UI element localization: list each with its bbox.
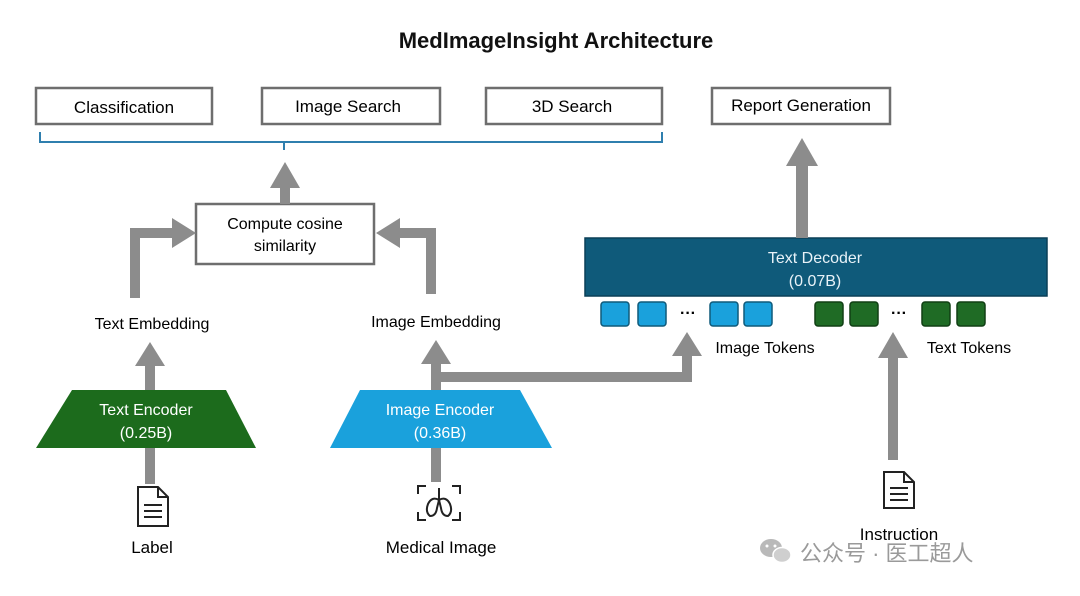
arrow-text-encoder-to-embedding [135, 342, 165, 390]
medical-image-input-text: Medical Image [386, 538, 497, 557]
arrow-image-embedding-to-compute [376, 218, 436, 294]
image-tokens-label: Image Tokens [715, 340, 814, 357]
label-document-icon [137, 486, 169, 527]
text-token [921, 301, 951, 327]
instruction-document-icon [883, 471, 915, 509]
text-tokens-ellipsis: ··· [891, 305, 907, 322]
watermark: 公众号 · 医工超人 [760, 539, 974, 566]
text-encoder: Text Encoder (0.25B) [36, 390, 256, 448]
compute-cosine-similarity: Compute cosine similarity [194, 202, 376, 266]
arrow-image-to-image-encoder [431, 448, 441, 482]
svg-text:(0.25B): (0.25B) [120, 425, 172, 442]
image-token [637, 301, 667, 327]
arrow-label-to-text-encoder [145, 448, 155, 484]
text-token [814, 301, 844, 327]
image-tokens-ellipsis: ··· [680, 305, 696, 322]
diagram-title: MedImageInsight Architecture [399, 28, 714, 53]
image-token [600, 301, 630, 327]
image-embedding-label: Image Embedding [371, 314, 501, 331]
lungs-scan-icon [417, 485, 461, 521]
task-3d-search: 3D Search [484, 86, 664, 126]
task-report-generation: Report Generation [710, 86, 892, 126]
svg-text:Classification: Classification [74, 98, 174, 117]
text-embedding-label: Text Embedding [95, 316, 210, 333]
text-decoder: Text Decoder (0.07B) [584, 237, 1048, 297]
svg-text:Image Search: Image Search [295, 97, 401, 116]
task-image-search: Image Search [260, 86, 442, 126]
svg-text:Report Generation: Report Generation [731, 96, 871, 115]
image-token [743, 301, 773, 327]
tasks-bracket [39, 132, 663, 150]
label-input-text: Label [131, 538, 173, 557]
svg-text:3D Search: 3D Search [532, 97, 612, 116]
instruction-input-text: Instruction [860, 525, 938, 544]
svg-text:similarity: similarity [254, 238, 316, 255]
text-token [849, 301, 879, 327]
svg-text:Text Decoder: Text Decoder [768, 250, 863, 267]
arrow-image-encoder-to-embedding [421, 340, 451, 390]
text-token [956, 301, 986, 327]
svg-text:Text Encoder: Text Encoder [99, 402, 193, 419]
image-tokens: ··· [600, 301, 773, 327]
svg-text:Image Encoder: Image Encoder [386, 402, 495, 419]
arrow-instruction-to-text-tokens [878, 332, 908, 460]
svg-text:(0.07B): (0.07B) [789, 273, 841, 290]
arrow-compute-to-tasks [270, 162, 300, 204]
text-tokens-label: Text Tokens [927, 340, 1011, 357]
svg-text:Compute cosine: Compute cosine [227, 216, 343, 233]
wechat-icon [760, 539, 792, 564]
arrow-text-embedding-to-compute [130, 218, 196, 298]
svg-text:(0.36B): (0.36B) [414, 425, 466, 442]
image-token [709, 301, 739, 327]
arrow-decoder-to-report [786, 138, 818, 238]
image-encoder: Image Encoder (0.36B) [330, 390, 552, 448]
arrow-image-encoder-to-image-tokens [436, 332, 702, 382]
task-classification: Classification [34, 86, 214, 126]
watermark-text: 公众号 · 医工超人 [800, 541, 974, 566]
text-tokens: ··· [814, 301, 986, 327]
